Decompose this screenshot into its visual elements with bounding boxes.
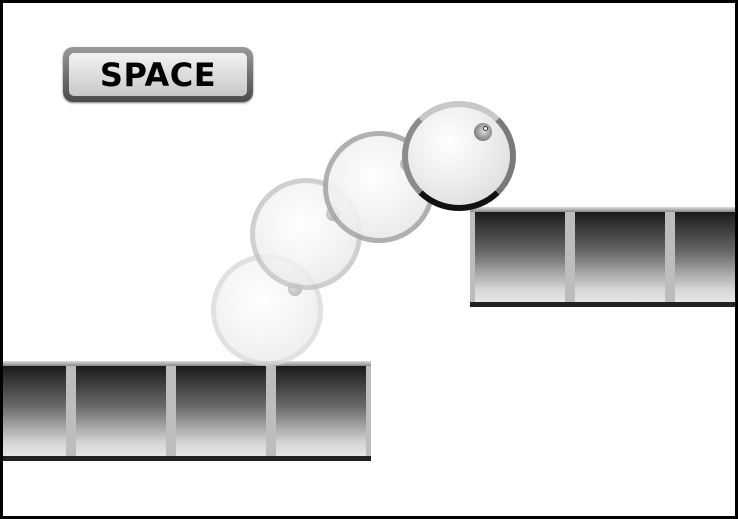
space-key-face: SPACE: [69, 53, 247, 96]
ball-character-icon: [402, 101, 516, 211]
platform-block: [71, 361, 171, 456]
lower-left-platform: [3, 361, 371, 461]
platform-block: [570, 207, 670, 302]
platform-block: [271, 361, 371, 456]
eye-shine-icon: [483, 126, 488, 131]
platform-block: [470, 207, 570, 302]
space-key-button[interactable]: SPACE: [63, 47, 253, 102]
space-key-label: SPACE: [99, 55, 217, 94]
upper-right-platform: [470, 207, 735, 307]
platform-block: [171, 361, 271, 456]
platform-block: [3, 361, 71, 456]
ball-eye-icon: [474, 123, 492, 141]
platform-block: [670, 207, 735, 302]
